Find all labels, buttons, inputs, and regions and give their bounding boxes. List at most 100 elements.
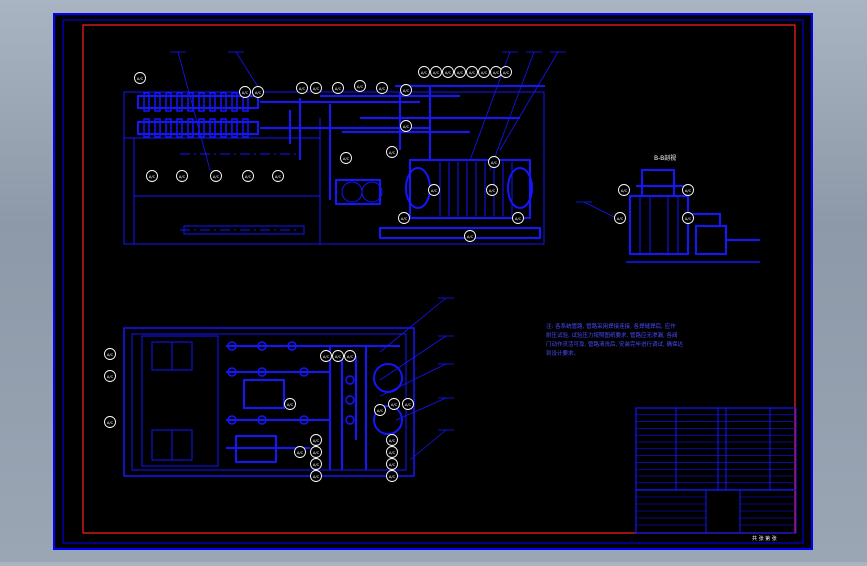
- balloon-label: A/C: [503, 71, 510, 75]
- part-balloon: A/C: [428, 184, 440, 196]
- part-balloon: A/C: [464, 230, 476, 242]
- part-balloon: A/C: [296, 82, 308, 94]
- balloon-label: A/C: [493, 71, 500, 75]
- balloon-label: A/C: [389, 463, 396, 467]
- part-balloon: A/C: [512, 212, 524, 224]
- balloon-label: A/C: [377, 409, 384, 413]
- balloon-label: A/C: [255, 91, 262, 95]
- part-balloon: A/C: [310, 470, 322, 482]
- balloon-label: A/C: [403, 89, 410, 93]
- balloon-label: A/C: [421, 71, 428, 75]
- balloon-label: A/C: [357, 85, 364, 89]
- part-balloon: A/C: [500, 66, 512, 78]
- part-balloon: A/C: [104, 416, 116, 428]
- part-balloon: A/C: [486, 184, 498, 196]
- part-balloon: A/C: [354, 80, 366, 92]
- part-balloon: A/C: [488, 156, 500, 168]
- part-balloon: A/C: [272, 170, 284, 182]
- part-balloon: A/C: [344, 350, 356, 362]
- plan-view-outline: [123, 327, 415, 477]
- part-balloon: A/C: [388, 398, 400, 410]
- part-balloon: A/C: [332, 350, 344, 362]
- balloon-label: A/C: [445, 71, 452, 75]
- balloon-label: A/C: [491, 161, 498, 165]
- part-balloon: A/C: [442, 66, 454, 78]
- part-balloon: A/C: [239, 86, 251, 98]
- part-balloon: A/C: [210, 170, 222, 182]
- balloon-label: A/C: [323, 355, 330, 359]
- part-balloon: A/C: [284, 398, 296, 410]
- part-balloon: A/C: [618, 184, 630, 196]
- balloon-label: A/C: [313, 475, 320, 479]
- part-balloon: A/C: [310, 458, 322, 470]
- part-balloon: A/C: [402, 398, 414, 410]
- part-balloon: A/C: [386, 434, 398, 446]
- balloon-label: A/C: [343, 157, 350, 161]
- balloon-label: A/C: [431, 189, 438, 193]
- balloon-label: A/C: [313, 439, 320, 443]
- balloon-label: A/C: [389, 475, 396, 479]
- part-balloon: A/C: [310, 82, 322, 94]
- balloon-label: A/C: [457, 71, 464, 75]
- balloon-label: A/C: [107, 353, 114, 357]
- balloon-label: A/C: [391, 403, 398, 407]
- technical-notes: 注: 各系统管路, 管路采用焊接连接, 各焊缝焊后, 应作 耐压试验, 试验压力…: [546, 322, 683, 357]
- part-balloon: A/C: [134, 72, 146, 84]
- balloon-label: A/C: [389, 439, 396, 443]
- balloon-label: A/C: [213, 175, 220, 179]
- part-balloon: A/C: [310, 434, 322, 446]
- balloon-label: A/C: [313, 451, 320, 455]
- part-balloon: A/C: [466, 66, 478, 78]
- balloon-label: A/C: [403, 125, 410, 129]
- balloon-label: A/C: [287, 403, 294, 407]
- part-balloon: A/C: [478, 66, 490, 78]
- balloon-label: A/C: [297, 451, 304, 455]
- balloon-label: A/C: [405, 403, 412, 407]
- part-balloon: A/C: [400, 120, 412, 132]
- balloon-label: A/C: [469, 71, 476, 75]
- part-balloon: A/C: [386, 458, 398, 470]
- balloon-label: A/C: [617, 217, 624, 221]
- balloon-label: A/C: [107, 421, 114, 425]
- part-balloon: A/C: [386, 146, 398, 158]
- balloon-label: A/C: [389, 451, 396, 455]
- balloon-label: A/C: [515, 217, 522, 221]
- balloon-label: A/C: [299, 87, 306, 91]
- part-balloon: A/C: [104, 370, 116, 382]
- tech-note-line: 注: 各系统管路, 管路采用焊接连接, 各焊缝焊后, 应作: [546, 322, 676, 330]
- part-balloon: A/C: [320, 350, 332, 362]
- part-balloon: A/C: [682, 184, 694, 196]
- part-balloon: A/C: [398, 212, 410, 224]
- part-balloon: A/C: [310, 446, 322, 458]
- balloon-label: A/C: [242, 91, 249, 95]
- balloon-label: A/C: [621, 189, 628, 193]
- part-balloon: A/C: [614, 212, 626, 224]
- side-view-title: B-B剖视: [654, 154, 676, 162]
- part-balloon: A/C: [386, 470, 398, 482]
- part-balloon: A/C: [430, 66, 442, 78]
- sheet-outer-frame: [53, 13, 813, 550]
- balloon-label: A/C: [149, 175, 156, 179]
- part-balloon: A/C: [332, 82, 344, 94]
- title-block: [635, 407, 797, 534]
- balloon-label: A/C: [433, 71, 440, 75]
- part-balloon: A/C: [490, 66, 502, 78]
- balloon-label: A/C: [313, 463, 320, 467]
- balloon-label: A/C: [313, 87, 320, 91]
- balloon-label: A/C: [685, 217, 692, 221]
- balloon-label: A/C: [335, 87, 342, 91]
- drawing-border: [82, 24, 796, 534]
- balloon-label: A/C: [401, 217, 408, 221]
- part-balloon: A/C: [340, 152, 352, 164]
- part-balloon: A/C: [682, 212, 694, 224]
- side-view: [626, 169, 760, 263]
- balloon-label: A/C: [179, 175, 186, 179]
- part-balloon: A/C: [252, 86, 264, 98]
- part-balloon: A/C: [374, 404, 386, 416]
- balloon-label: A/C: [481, 71, 488, 75]
- part-balloon: A/C: [376, 82, 388, 94]
- tech-note-line: 耐压试验, 试验压力按照图纸要求, 管路应无渗漏, 各阀: [546, 331, 678, 339]
- part-balloon: A/C: [400, 84, 412, 96]
